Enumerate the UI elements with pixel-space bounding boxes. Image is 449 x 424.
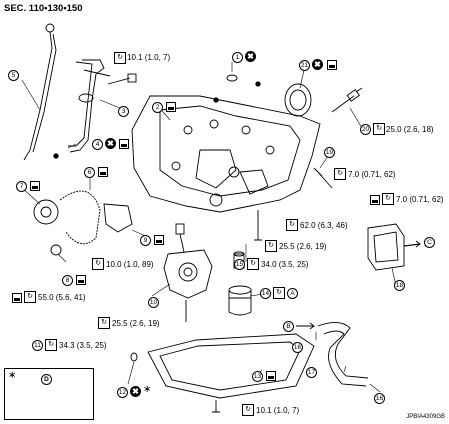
drain-plug — [212, 400, 220, 413]
callout-17: 17 — [306, 367, 317, 378]
callout-20: 20 — [360, 124, 371, 135]
callout-c: C — [424, 237, 435, 248]
bolt-19 — [313, 167, 333, 189]
torque-icon: ↻ — [242, 404, 254, 416]
callout-a: A — [287, 288, 298, 299]
torque-icon: ↻ — [373, 123, 385, 135]
lubricate-mark — [119, 139, 129, 149]
callout-7: 7 — [16, 181, 27, 192]
lubricate-mark — [154, 235, 164, 245]
torque-icon: ↻ — [92, 258, 104, 270]
torque-bolt-19: 7.0 (0.71, 62) — [348, 170, 396, 179]
lubricate-mark — [166, 102, 176, 112]
torque-icon: ↻ — [98, 317, 110, 329]
callout-b: B — [283, 321, 294, 332]
replace-mark: ✖ — [105, 138, 116, 149]
callout-14: 14 — [260, 288, 271, 299]
lubricate-mark — [327, 60, 337, 70]
legend-marker: ∗ — [8, 370, 17, 381]
oil-filter — [228, 285, 252, 316]
callout-6: 6 — [84, 167, 95, 178]
bolt-top — [107, 73, 137, 85]
sealant-dot — [255, 81, 261, 87]
callout-4: 4 — [92, 139, 103, 150]
callout-10: 10 — [148, 297, 159, 308]
callout-13: 13 — [252, 371, 263, 382]
lubricate-mark — [266, 371, 276, 381]
oil-pan — [147, 333, 315, 399]
arrow-c — [403, 240, 421, 248]
torque-icon: ↻ — [273, 287, 285, 299]
callout-8: 8 — [62, 275, 73, 286]
oil-level-gauge — [23, 23, 57, 161]
torque-oil-cooler-bolt: 7.0 (0.71, 62) — [396, 195, 444, 204]
oil-hose — [317, 322, 369, 387]
section-header: SEC. 110•130•150 — [4, 3, 83, 14]
lubricate-mark — [30, 181, 40, 191]
callout-19: 19 — [324, 147, 335, 158]
torque-strainer-bolt: 25.5 (2.6, 19) — [112, 319, 160, 328]
torque-icon: ↻ — [247, 258, 259, 270]
torque-icon: ↻ — [334, 168, 346, 180]
callout-3: 3 — [118, 106, 129, 117]
torque-icon: ↻ — [114, 52, 126, 64]
torque-icon: ↻ — [286, 219, 298, 231]
front-oil-seal — [284, 83, 312, 117]
torque-bolt-long: 62.0 (6.3, 46) — [300, 221, 348, 230]
torque-oil-pan-bolt: 10.1 (1.0, 7) — [256, 406, 300, 415]
callout-18: 18 — [394, 280, 405, 291]
replace-mark: ✖ — [245, 51, 256, 62]
callout-9: 9 — [140, 235, 151, 246]
callout-2: 2 — [152, 102, 163, 113]
torque-oil-filter: 34.0 (3.5, 25) — [261, 260, 309, 269]
sealant-dot — [213, 97, 219, 103]
torque-icon: ↻ — [45, 339, 57, 351]
callout-21: 21 — [299, 60, 310, 71]
torque-bolt-top: 10.1 (1.0, 7) — [127, 53, 171, 62]
callout-15: 15 — [234, 259, 245, 270]
callout-11: 11 — [32, 340, 43, 351]
oil-cooler — [367, 223, 421, 271]
drain-washer — [130, 352, 138, 362]
oil-pump — [163, 223, 213, 299]
lubricate-mark — [76, 275, 86, 285]
legend-letter: D — [41, 374, 52, 385]
legend-box: ∗ D — [4, 368, 94, 420]
callout-16: 16 — [292, 342, 303, 353]
callout-1: 1 — [232, 52, 243, 63]
lubricate-mark — [370, 195, 380, 205]
torque-oil-pressure-sensor: 25.0 (2.6, 18) — [386, 125, 434, 134]
lubricate-mark — [12, 293, 22, 303]
callout-5: 5 — [8, 70, 19, 81]
diagram-code: JPBIA4309GB — [406, 414, 445, 420]
torque-oil-pump-bolt: 10.0 (1.0, 89) — [106, 260, 154, 269]
torque-drain-plug: 34.3 (3.5, 25) — [59, 341, 107, 350]
bolt-long — [254, 210, 262, 241]
asterisk-mark: ∗ — [143, 384, 152, 395]
oil-level-gauge-guide — [68, 59, 111, 153]
callout-16b: 16 — [374, 393, 385, 404]
torque-crank-bolt: 55.0 (5.6, 41) — [38, 293, 86, 302]
lubricate-mark — [98, 167, 108, 177]
torque-icon: ↻ — [24, 291, 36, 303]
arrow-b — [296, 322, 315, 330]
torque-icon: ↻ — [265, 240, 277, 252]
timing-chain — [33, 190, 133, 256]
replace-mark: ✖ — [312, 59, 323, 70]
sealant-dot — [53, 153, 59, 159]
replace-mark: ✖ — [130, 386, 141, 397]
oil-pressure-sensor — [331, 87, 363, 113]
torque-oil-filter-stud: 25.5 (2.6, 19) — [279, 242, 327, 251]
o-ring — [226, 74, 238, 82]
front-cover — [131, 95, 321, 213]
torque-icon: ↻ — [382, 193, 394, 205]
callout-12: 12 — [117, 387, 128, 398]
